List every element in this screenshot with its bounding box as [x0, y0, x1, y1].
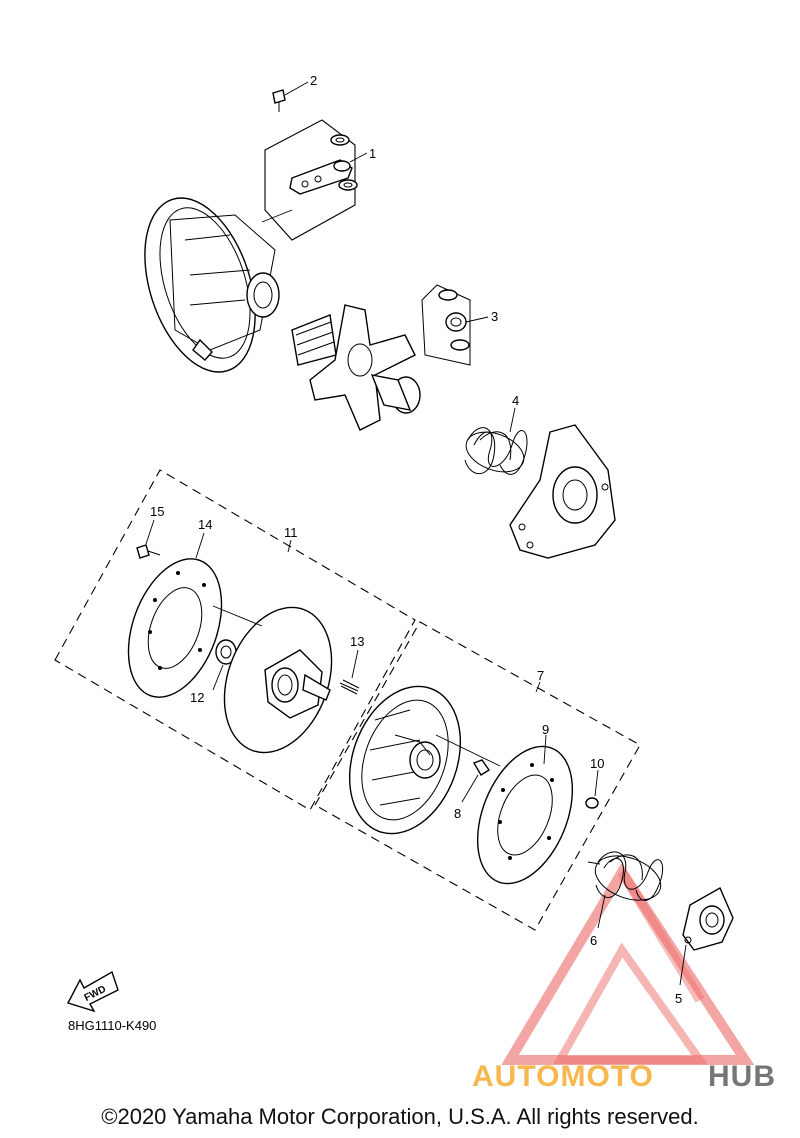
callout-2: 2 [284, 73, 317, 96]
stud-13 [339, 679, 360, 695]
watermark-text-gray: HUB [708, 1060, 776, 1093]
bushing-group [421, 284, 471, 366]
callout-9-label: 9 [542, 722, 549, 737]
diagram-code: 8HG1110-K490 [68, 1018, 156, 1033]
callout-13-label: 13 [350, 634, 364, 649]
callout-7-label: 7 [537, 668, 544, 683]
callout-4-label: 4 [512, 393, 519, 408]
callout-12-label: 12 [190, 690, 204, 705]
screw-10 [585, 797, 599, 809]
callout-10: 10 [590, 756, 604, 797]
callout-8: 8 [454, 774, 479, 821]
sliding-sheave [223, 606, 333, 754]
callout-14-label: 14 [198, 517, 212, 532]
spider-hub [291, 304, 421, 431]
copyright-notice: ©2020 Yamaha Motor Corporation, U.S.A. A… [101, 1104, 699, 1129]
callout-5: 5 [675, 944, 687, 1006]
fixed-sheave [144, 197, 280, 373]
callout-1: 1 [349, 146, 376, 163]
spring-6 [587, 851, 664, 901]
group-11-box [54, 469, 416, 811]
fwd-arrow-icon: FWD [66, 970, 119, 1013]
watermark-text: AUTOMOTO HUB [472, 1060, 776, 1093]
watermark-text-orange: AUTOMOTO [472, 1060, 654, 1093]
watermark-logo [501, 862, 755, 1065]
callout-12: 12 [190, 664, 224, 705]
callout-13: 13 [350, 634, 364, 679]
callout-15-label: 15 [150, 504, 164, 519]
spring-upper [464, 427, 528, 475]
callout-4: 4 [509, 393, 519, 433]
group-7-box [314, 621, 641, 931]
cover-plate [509, 424, 616, 559]
callout-1-label: 1 [369, 146, 376, 161]
callout-5-label: 5 [675, 991, 682, 1006]
callout-6-label: 6 [590, 933, 597, 948]
bolt-15 [136, 544, 161, 559]
callout-11-label: 11 [284, 525, 298, 540]
callout-10-label: 10 [590, 756, 604, 771]
callout-14: 14 [195, 517, 212, 559]
callout-9: 9 [542, 722, 549, 765]
disc-14 [127, 558, 223, 698]
bolt-8 [472, 759, 490, 776]
callout-2-label: 2 [310, 73, 317, 88]
callout-6: 6 [590, 894, 606, 948]
callout-15: 15 [145, 504, 164, 545]
secondary-sheave [348, 685, 462, 835]
callout-3: 3 [465, 309, 498, 324]
callout-3-label: 3 [491, 309, 498, 324]
callout-11: 11 [284, 525, 298, 553]
callout-7: 7 [535, 668, 544, 693]
callout-8-label: 8 [454, 806, 461, 821]
spring-holder-5 [682, 887, 734, 951]
plate-9 [476, 745, 574, 885]
slider-arm-group [261, 89, 358, 241]
